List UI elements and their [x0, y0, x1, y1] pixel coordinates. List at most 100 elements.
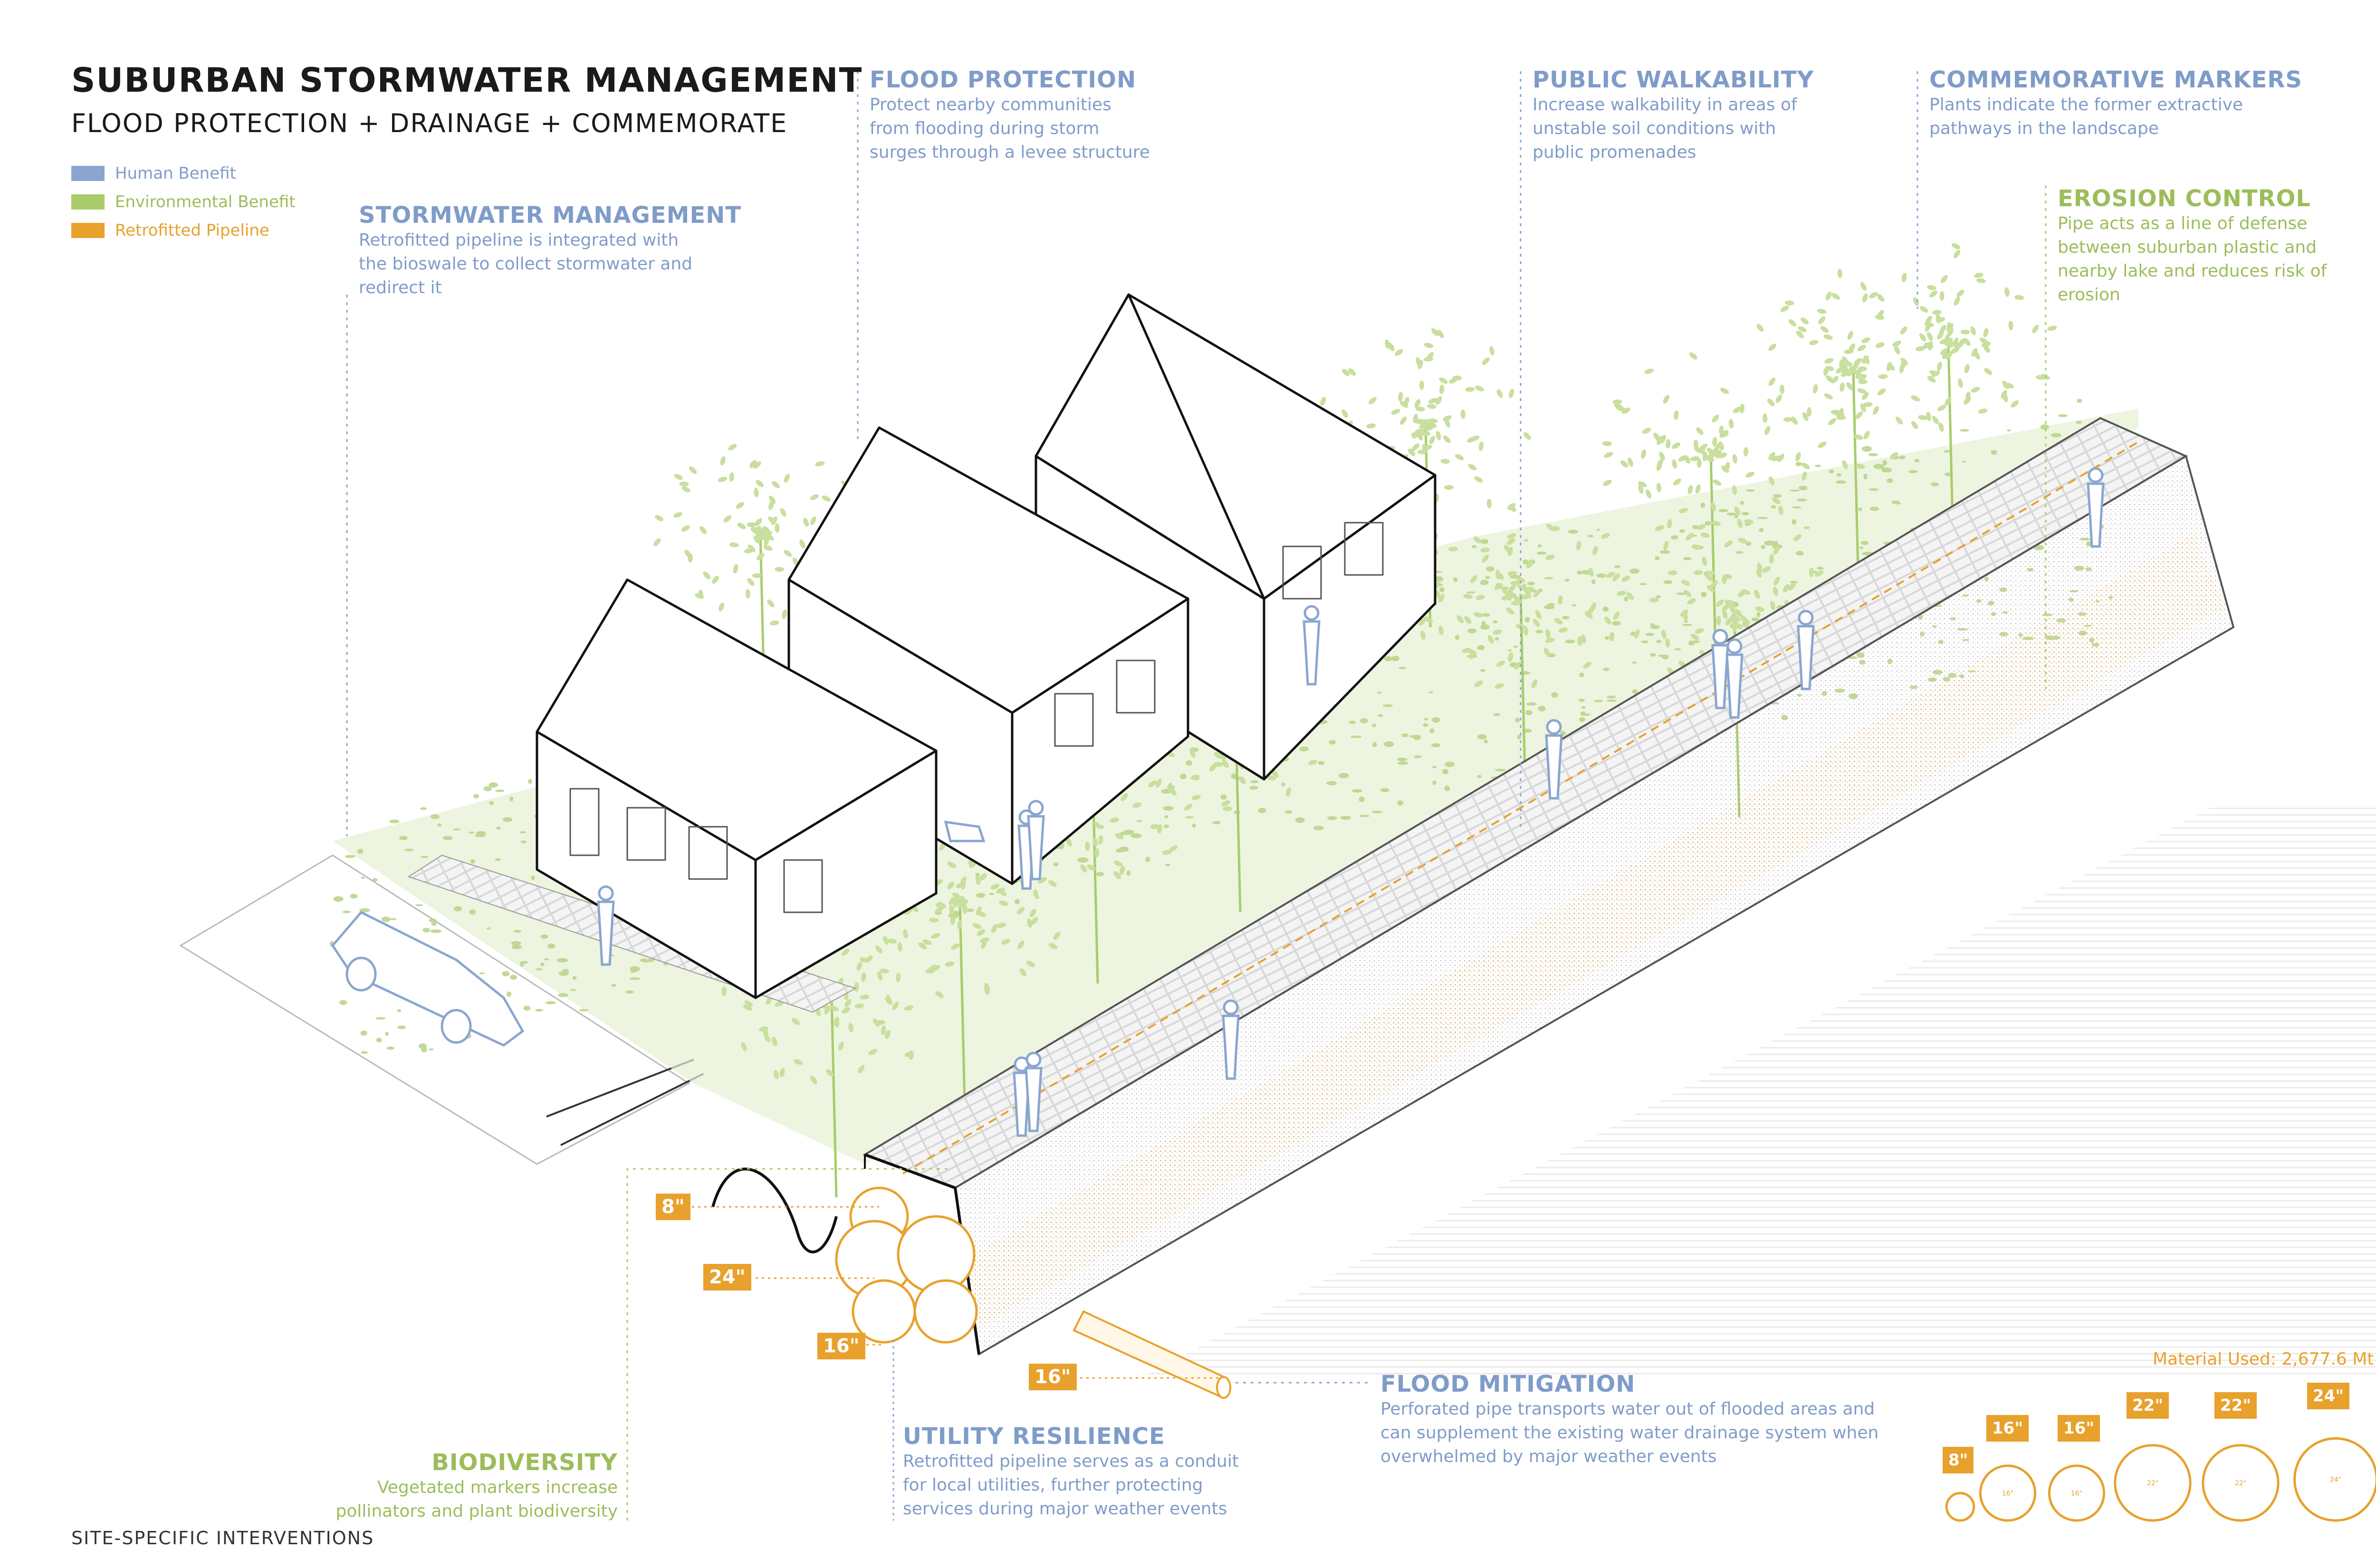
foliage-speck [1477, 734, 1487, 740]
annotation-title: UTILITY RESILIENCE [903, 1423, 1165, 1450]
foliage-speck [535, 968, 543, 971]
foliage-speck [1053, 862, 1059, 867]
page-title: SUBURBAN STORMWATER MANAGEMENT [71, 61, 863, 100]
foliage-speck [1295, 817, 1305, 823]
person [1797, 610, 1815, 690]
foliage-speck [1126, 870, 1131, 876]
foliage-speck [1467, 628, 1477, 633]
foliage-speck [1442, 769, 1448, 774]
foliage-speck [345, 855, 355, 858]
foliage-speck [1603, 668, 1610, 671]
foliage-speck [1895, 502, 1901, 505]
levee [862, 417, 2235, 1356]
foliage-speck [1424, 717, 1428, 721]
foliage-speck [1564, 578, 1570, 582]
legend: Human Benefit Environmental Benefit Retr… [71, 159, 296, 245]
annotation-title: EROSION CONTROL [2058, 185, 2311, 212]
foliage-speck [1543, 605, 1555, 609]
foliage-speck [1624, 596, 1629, 602]
foliage-speck [1860, 541, 1868, 545]
foliage-speck [420, 856, 429, 858]
foliage-speck [1671, 535, 1678, 540]
foliage-speck [429, 1048, 434, 1051]
foliage-speck [1700, 502, 1705, 508]
foliage-speck [521, 840, 527, 844]
foliage-speck [511, 945, 522, 949]
foliage-speck [419, 1043, 427, 1049]
foliage-speck [1734, 514, 1738, 519]
foliage-speck [1429, 728, 1435, 734]
bioswale-profile [711, 1167, 838, 1253]
foliage-speck [1873, 464, 1885, 469]
foliage-speck [1523, 559, 1528, 564]
foliage-speck [1547, 603, 1555, 606]
foliage-speck [1869, 488, 1879, 491]
foliage-speck [376, 1038, 382, 1042]
foliage-speck [1384, 656, 1393, 661]
foliage-speck [1607, 699, 1617, 702]
material-pipe-ring-label: 16" [2002, 1490, 2013, 1497]
foliage-speck [495, 858, 501, 861]
foliage-speck [399, 836, 408, 841]
foliage-speck [483, 786, 492, 792]
foliage-speck [350, 894, 358, 899]
foliage-speck [1701, 592, 1707, 597]
foliage-speck [630, 970, 636, 973]
foliage-speck [1858, 507, 1862, 511]
annotation-line: between suburban plastic and [2058, 238, 2317, 257]
foliage-speck [397, 1025, 406, 1030]
foliage-speck [1580, 713, 1590, 716]
foliage-speck [1371, 811, 1383, 813]
foliage-speck [1439, 587, 1445, 593]
foliage-speck [507, 991, 512, 997]
foliage-speck [540, 962, 545, 966]
foliage-speck [1119, 832, 1129, 835]
foliage-speck [1351, 736, 1362, 738]
foliage-speck [1444, 785, 1450, 791]
foliage-speck [1377, 691, 1382, 694]
foliage-speck [1759, 528, 1764, 532]
foliage-speck [1650, 625, 1660, 629]
foliage-speck [495, 789, 505, 793]
foliage-speck [1795, 461, 1802, 467]
foliage-speck [1817, 566, 1824, 570]
foliage-speck [1431, 717, 1440, 723]
foliage-speck [1258, 808, 1266, 813]
material-tag-8: 8" [1943, 1447, 1974, 1473]
foliage-speck [1326, 781, 1337, 785]
foliage-speck [1329, 740, 1336, 745]
foliage-speck [535, 1009, 544, 1012]
foliage-speck [1764, 540, 1775, 546]
foliage-speck [1414, 755, 1422, 758]
foliage-speck [1299, 746, 1309, 752]
foliage-speck [1409, 735, 1420, 738]
lake-hatch [1140, 808, 2376, 1378]
foliage-speck [1434, 576, 1444, 582]
foliage-speck [1756, 612, 1761, 618]
foliage-speck [519, 963, 524, 967]
foliage-speck [1096, 872, 1104, 877]
foliage-speck [1705, 521, 1711, 526]
foliage-speck [1397, 761, 1408, 765]
foliage-speck [1136, 820, 1142, 822]
house-front [536, 578, 938, 999]
foliage-speck [1796, 551, 1804, 556]
legend-label: Environmental Benefit [115, 192, 296, 211]
foliage-speck [1614, 565, 1621, 568]
foliage-speck [430, 814, 440, 819]
foliage-speck [1579, 717, 1585, 722]
material-pipe-ring [2202, 1444, 2280, 1522]
legend-item-pipeline: Retrofitted Pipeline [71, 216, 296, 245]
pipe-size-tag-24: 24" [703, 1264, 751, 1291]
foliage-speck [2040, 424, 2049, 430]
foliage-speck [1163, 824, 1169, 828]
annotation-utility: UTILITY RESILIENCE Retrofitted pipeline … [903, 1423, 1331, 1521]
foliage-speck [648, 958, 654, 962]
foliage-speck [1632, 689, 1638, 694]
foliage-speck [1568, 529, 1579, 534]
foliage-speck [1480, 580, 1489, 585]
material-rings: 16"16"22"22"24" [1945, 1437, 2376, 1522]
foliage-speck [1432, 780, 1437, 785]
foliage-speck [547, 943, 556, 949]
